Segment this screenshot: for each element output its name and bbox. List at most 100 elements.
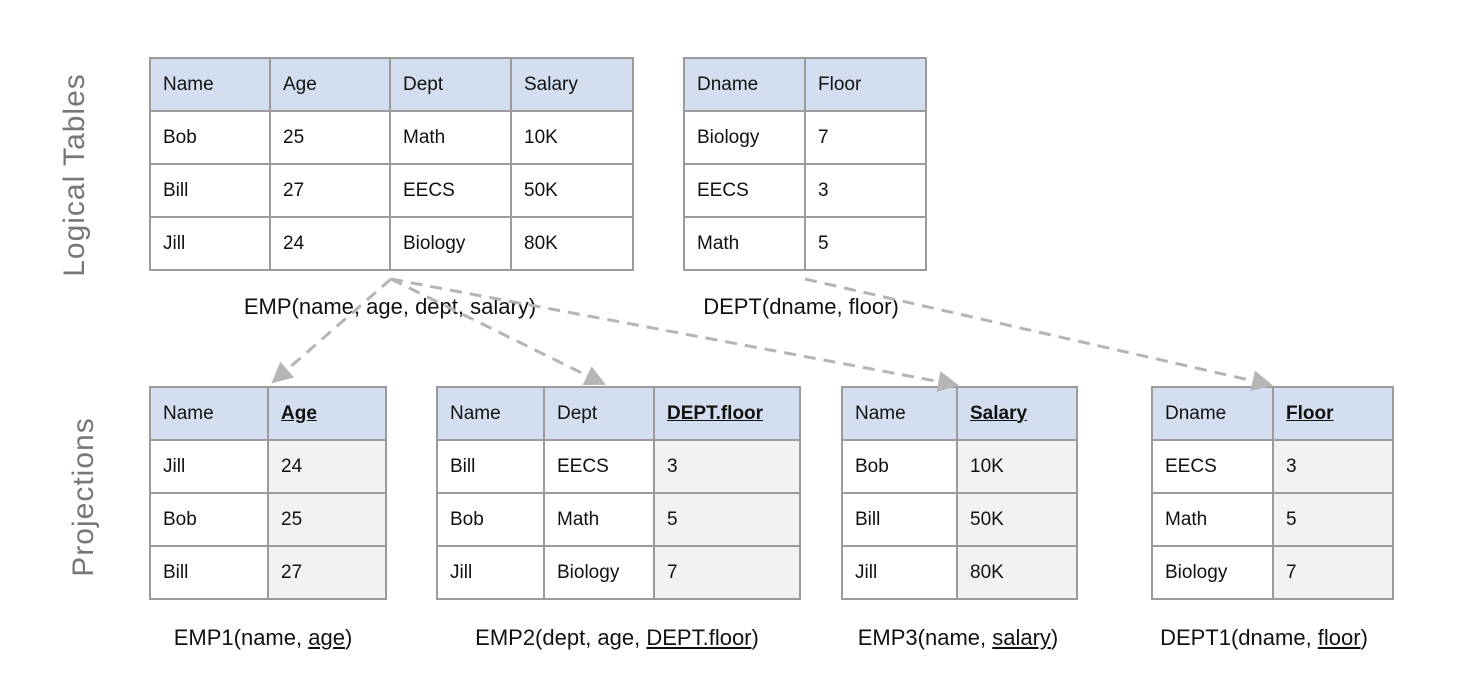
table-cell: Bob xyxy=(149,110,271,165)
table-row: EECS 3 xyxy=(1151,439,1394,494)
emp1-table: Name Age Jill 24 Bob 25 Bill 27 xyxy=(149,386,387,600)
table-cell: 80K xyxy=(510,216,634,271)
caption-text: ) xyxy=(1050,625,1059,650)
emp3-caption: EMP3(name, salary) xyxy=(858,625,1059,651)
table-cell: 5 xyxy=(804,216,927,271)
table-row: Bob 25 xyxy=(149,492,387,547)
caption-text: EMP2(dept, age, xyxy=(475,625,647,650)
table-cell: Bob xyxy=(841,439,958,494)
table-cell: Jill xyxy=(149,439,269,494)
table-header-row: Name Age Dept Salary xyxy=(149,57,634,112)
header-cell: Name xyxy=(149,386,269,441)
header-cell: Name xyxy=(149,57,271,112)
emp2-caption: EMP2(dept, age, DEPT.floor) xyxy=(475,625,759,651)
table-cell: Biology xyxy=(1151,545,1274,600)
dept-caption: DEPT(dname, floor) xyxy=(703,294,899,319)
table-row: Jill 24 Biology 80K xyxy=(149,216,634,271)
header-cell: Name xyxy=(436,386,545,441)
table-row: Jill 24 xyxy=(149,439,387,494)
caption-text: DEPT1(dname, xyxy=(1160,625,1318,650)
sort-key-header-cell: Salary xyxy=(956,386,1078,441)
table-cell: Jill xyxy=(149,216,271,271)
table-cell: 24 xyxy=(269,216,391,271)
table-cell: Math xyxy=(543,492,655,547)
caption-text: EMP3(name, xyxy=(857,625,993,650)
caption-text: ) xyxy=(1360,625,1368,650)
table-cell: 10K xyxy=(956,439,1078,494)
caption-sort-key: DEPT.floor xyxy=(646,625,752,650)
header-cell: Name xyxy=(841,386,958,441)
table-cell: 7 xyxy=(1272,545,1394,600)
emp2-table: Name Dept DEPT.floor Bill EECS 3 Bob Mat… xyxy=(436,386,801,600)
table-row: Math 5 xyxy=(683,216,927,271)
header-cell: Dname xyxy=(683,57,806,112)
table-row: Bill 50K xyxy=(841,492,1078,547)
caption-text: ) xyxy=(751,625,759,650)
header-cell: Dname xyxy=(1151,386,1274,441)
table-header-row: Name Age xyxy=(149,386,387,441)
table-cell: 3 xyxy=(1272,439,1394,494)
sort-key-header-cell: Age xyxy=(267,386,387,441)
table-cell: 27 xyxy=(269,163,391,218)
table-cell: 27 xyxy=(267,545,387,600)
table-cell: EECS xyxy=(1151,439,1274,494)
emp1-caption: EMP1(name, age) xyxy=(174,625,353,651)
emp3-table: Name Salary Bob 10K Bill 50K Jill 80K xyxy=(841,386,1078,600)
table-cell: Biology xyxy=(543,545,655,600)
table-row: Bill 27 EECS 50K xyxy=(149,163,634,218)
table-cell: 7 xyxy=(653,545,801,600)
table-row: Bill EECS 3 xyxy=(436,439,801,494)
caption-sort-key: floor xyxy=(1317,625,1361,650)
caption-sort-key: salary xyxy=(992,625,1051,650)
header-cell: Dept xyxy=(543,386,655,441)
header-cell: Age xyxy=(269,57,391,112)
table-cell: 5 xyxy=(1272,492,1394,547)
table-cell: 5 xyxy=(653,492,801,547)
table-cell: Math xyxy=(683,216,806,271)
table-cell: 50K xyxy=(510,163,634,218)
table-row: Jill 80K xyxy=(841,545,1078,600)
table-cell: 50K xyxy=(956,492,1078,547)
table-cell: EECS xyxy=(389,163,512,218)
table-cell: Bob xyxy=(436,492,545,547)
table-cell: 3 xyxy=(804,163,927,218)
table-cell: 25 xyxy=(267,492,387,547)
dept1-table: Dname Floor EECS 3 Math 5 Biology 7 xyxy=(1151,386,1394,600)
table-cell: Bill xyxy=(436,439,545,494)
table-cell: Math xyxy=(1151,492,1274,547)
emp-table: Name Age Dept Salary Bob 25 Math 10K Bil… xyxy=(149,57,634,271)
header-cell: Floor xyxy=(804,57,927,112)
table-row: EECS 3 xyxy=(683,163,927,218)
header-cell: Salary xyxy=(510,57,634,112)
table-row: Bob 10K xyxy=(841,439,1078,494)
caption-text: EMP1(name, xyxy=(173,625,309,650)
table-row: Jill Biology 7 xyxy=(436,545,801,600)
caption-sort-key: age xyxy=(308,625,345,650)
table-row: Bob Math 5 xyxy=(436,492,801,547)
table-header-row: Dname Floor xyxy=(1151,386,1394,441)
dept-table: Dname Floor Biology 7 EECS 3 Math 5 xyxy=(683,57,927,271)
table-cell: Jill xyxy=(436,545,545,600)
table-header-row: Name Salary xyxy=(841,386,1078,441)
table-cell: Biology xyxy=(683,110,806,165)
table-row: Biology 7 xyxy=(1151,545,1394,600)
table-cell: EECS xyxy=(683,163,806,218)
table-row: Bob 25 Math 10K xyxy=(149,110,634,165)
table-cell: 25 xyxy=(269,110,391,165)
header-cell: Dept xyxy=(389,57,512,112)
table-cell: Bob xyxy=(149,492,269,547)
table-cell: Bill xyxy=(841,492,958,547)
table-row: Bill 27 xyxy=(149,545,387,600)
table-cell: Math xyxy=(389,110,512,165)
table-cell: 7 xyxy=(804,110,927,165)
dept1-caption: DEPT1(dname, floor) xyxy=(1160,625,1368,651)
table-header-row: Name Dept DEPT.floor xyxy=(436,386,801,441)
sort-key-header-cell: DEPT.floor xyxy=(653,386,801,441)
table-row: Math 5 xyxy=(1151,492,1394,547)
table-cell: Bill xyxy=(149,163,271,218)
sort-key-header-cell: Floor xyxy=(1272,386,1394,441)
table-cell: Bill xyxy=(149,545,269,600)
table-cell: Biology xyxy=(389,216,512,271)
caption-text: ) xyxy=(344,625,353,650)
table-cell: Jill xyxy=(841,545,958,600)
